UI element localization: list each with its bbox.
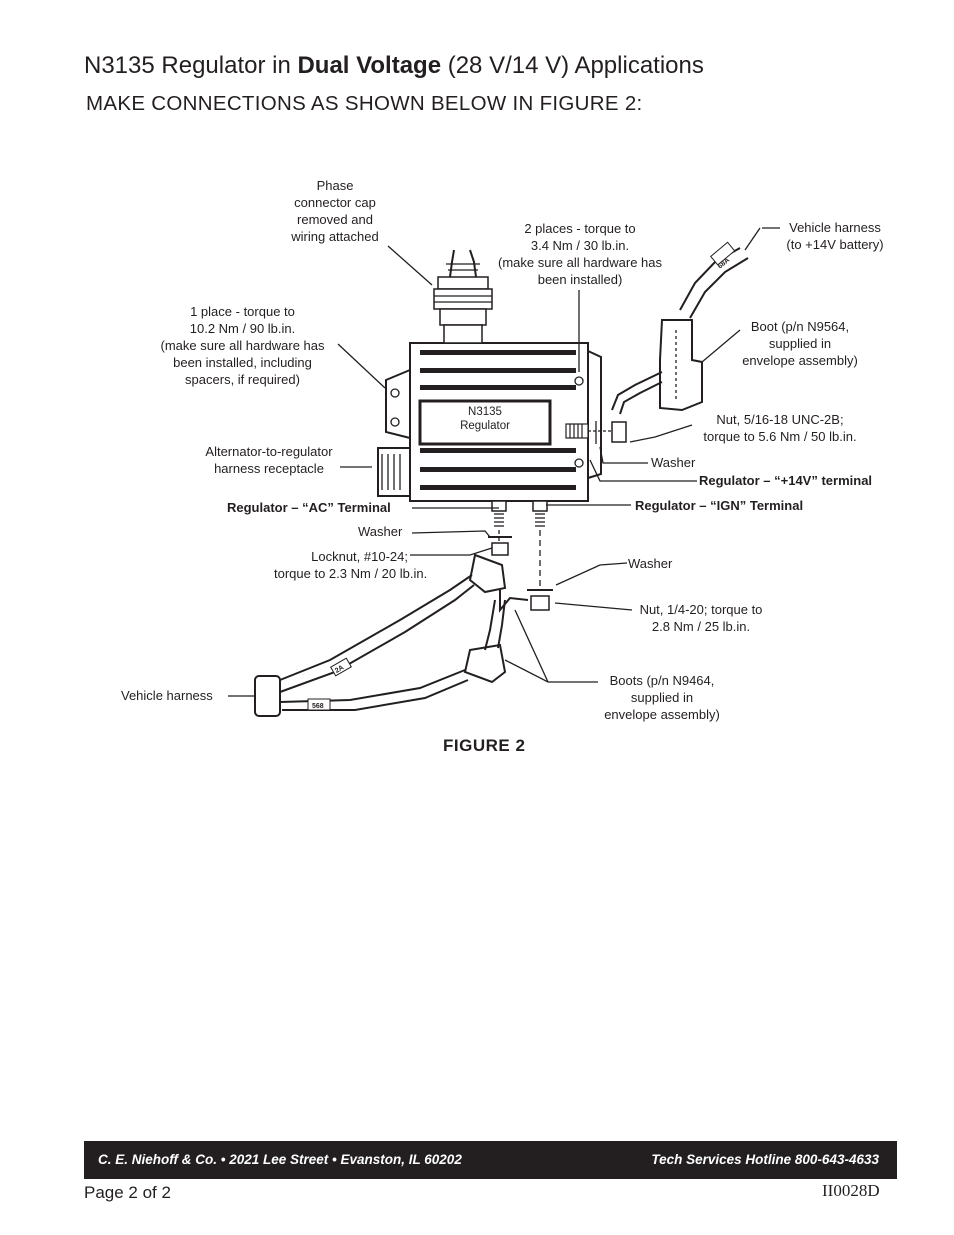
callout-washer-left: Washer <box>358 524 403 539</box>
callout-terminal-ign: Regulator – “IGN” Terminal <box>635 498 804 513</box>
document-id: II0028D <box>822 1181 880 1200</box>
footer-bar: C. E. Niehoff & Co. • 2021 Lee Street • … <box>84 1141 897 1179</box>
page-title: N3135 Regulator in Dual Voltage (28 V/14… <box>84 52 704 79</box>
callout-phase-connector: Phase connector cap removed and wiring a… <box>291 178 379 244</box>
callout-boot-n9564: Boot (p/n N9564, supplied in envelope as… <box>742 319 858 368</box>
page-subtitle: MAKE CONNECTIONS AS SHOWN BELOW IN FIGUR… <box>86 92 643 115</box>
callout-nut-14: Nut, 1/4-20; torque to 2.8 Nm / 25 lb.in… <box>639 602 763 634</box>
harness-receptacle <box>377 447 411 497</box>
footer-address: C. E. Niehoff & Co. • 2021 Lee Street • … <box>98 1152 462 1167</box>
callout-alternator-receptacle: Alternator-to-regulator harness receptac… <box>205 444 333 476</box>
footer-hotline: Tech Services Hotline 800-643-4633 <box>651 1152 879 1167</box>
callout-one-place-torque: 1 place - torque to 10.2 Nm / 90 lb.in. … <box>160 304 325 387</box>
regulator-body <box>409 342 589 502</box>
callout-nut-516: Nut, 5/16-18 UNC-2B; torque to 5.6 Nm / … <box>703 412 857 444</box>
callout-vehicle-harness-14v: Vehicle harness (to +14V battery) <box>786 220 884 252</box>
svg-text:568: 568 <box>312 703 324 710</box>
regulator-label: N3135 Regulator <box>460 406 510 432</box>
figure-caption: FIGURE 2 <box>443 736 526 755</box>
callout-locknut: Locknut, #10-24; <box>311 549 408 564</box>
callout-locknut-torque: torque to 2.3 Nm / 20 lb.in. <box>274 566 428 581</box>
callout-terminal-ac: Regulator – “AC” Terminal <box>227 500 391 515</box>
callout-two-places-torque: 2 places - torque to 3.4 Nm / 30 lb.in. … <box>497 221 663 287</box>
callout-boots-n9464: Boots (p/n N9464, supplied in envelope a… <box>604 673 720 722</box>
phase-connector <box>433 249 493 344</box>
callout-terminal-14v: Regulator – “+14V” terminal <box>699 473 873 488</box>
page-number: Page 2 of 2 <box>84 1183 171 1202</box>
callout-washer-right: Washer <box>651 455 696 470</box>
callout-vehicle-harness: Vehicle harness <box>121 688 213 703</box>
svg-text:2A: 2A <box>334 664 345 675</box>
callout-washer-lower: Washer <box>628 556 673 571</box>
